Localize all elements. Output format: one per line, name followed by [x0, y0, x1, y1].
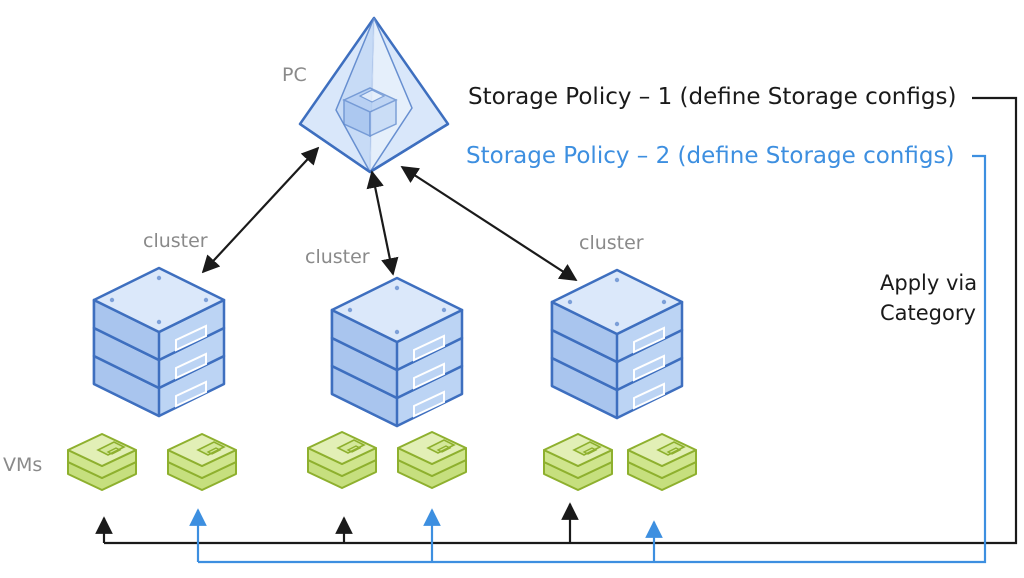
- apply-via-category-label: Apply via Category: [880, 268, 1000, 328]
- pc-logo-icon: [342, 87, 398, 138]
- cluster-right-label: cluster: [579, 232, 644, 254]
- cluster-mid-server-stack-icon: [330, 276, 464, 428]
- storage-policy-1-label: Storage Policy – 1 (define Storage confi…: [468, 84, 957, 110]
- vm-icon-2: [167, 433, 237, 491]
- apply-line-1: Apply via: [880, 271, 978, 295]
- vm-icon-4: [397, 431, 467, 489]
- pc-pyramid-icon: [298, 16, 450, 174]
- vm-icon-6: [627, 433, 697, 491]
- cluster-right-server-stack-icon: [550, 268, 684, 420]
- pc-label: PC: [282, 64, 307, 86]
- vms-label: VMs: [3, 454, 43, 476]
- storage-policy-2-label: Storage Policy – 2 (define Storage confi…: [466, 143, 955, 169]
- cluster-left-server-stack-icon: [92, 266, 226, 418]
- vm-icon-3: [307, 431, 377, 489]
- vm-icon-1: [67, 433, 137, 491]
- pc-to-cluster-left-arrow: [201, 146, 320, 274]
- cluster-mid-label: cluster: [305, 246, 370, 268]
- pc-to-cluster-right-arrow: [400, 166, 578, 281]
- cluster-left-label: cluster: [143, 230, 208, 252]
- apply-line-2: Category: [880, 301, 976, 325]
- pc-to-cluster-mid-arrow: [366, 170, 399, 276]
- policy2-connector: [189, 154, 987, 564]
- policy1-connector: [95, 96, 1018, 545]
- vm-icon-5: [543, 433, 613, 491]
